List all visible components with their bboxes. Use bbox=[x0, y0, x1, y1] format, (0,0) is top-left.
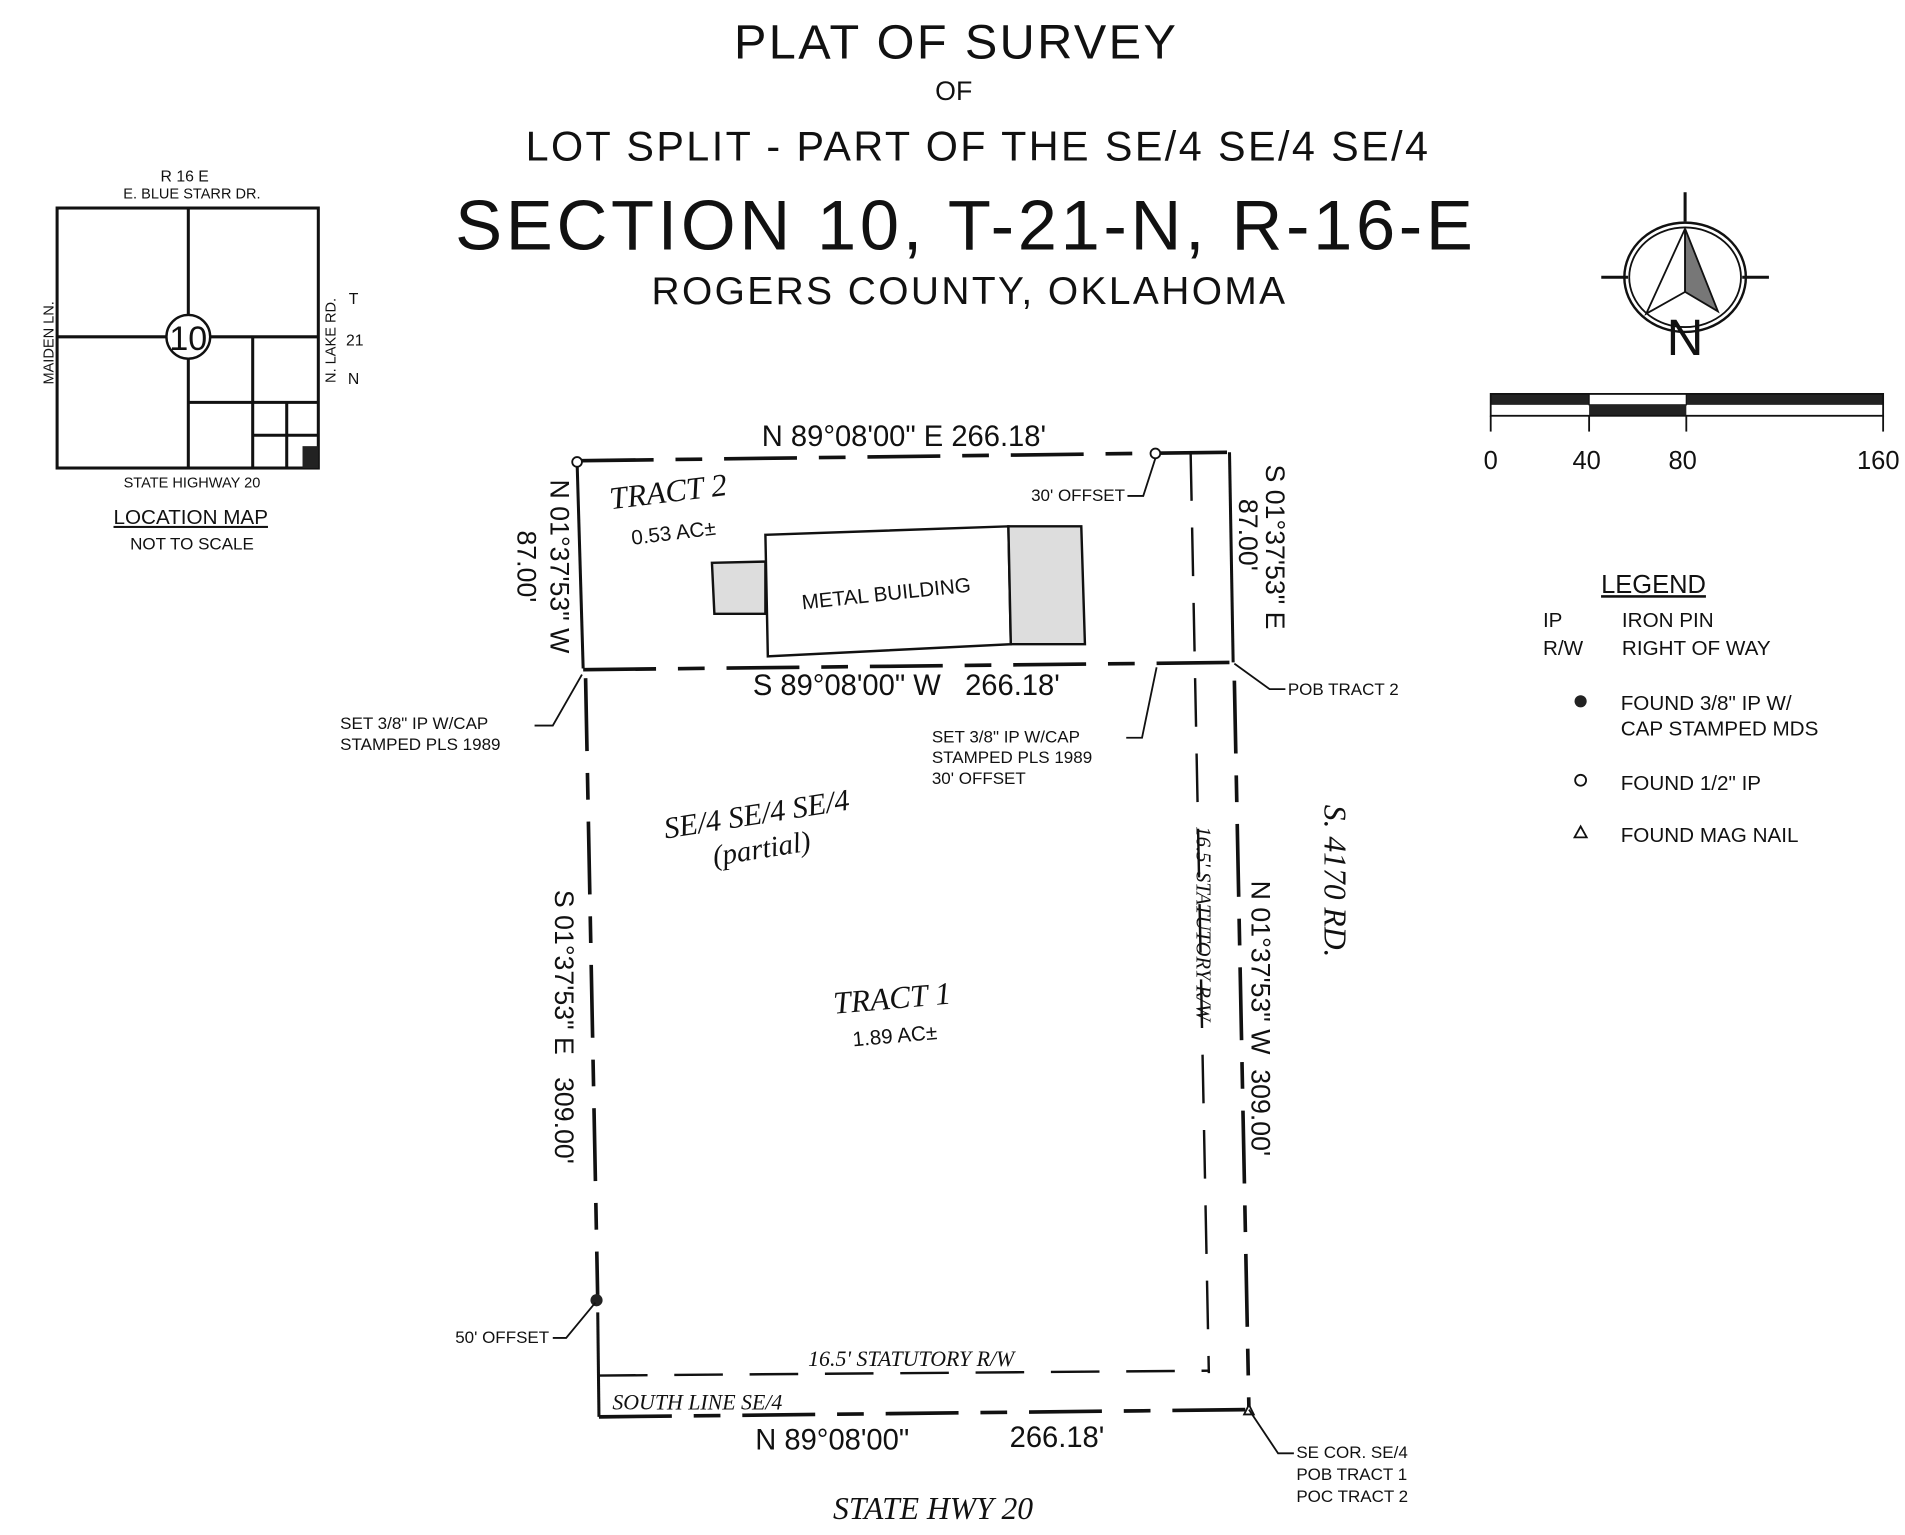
location-map-south-road: STATE HIGHWAY 20 bbox=[124, 475, 261, 491]
legend-title: LEGEND bbox=[1601, 571, 1706, 599]
set-pin-right-line1: SET 3/8" IP W/CAP bbox=[932, 728, 1080, 747]
legend-found-38-line1: FOUND 3/8" IP W/ bbox=[1621, 692, 1792, 715]
scale-tick-80: 80 bbox=[1668, 447, 1696, 475]
title-section: SECTION 10, T-21-N, R-16-E bbox=[455, 185, 1476, 264]
se-corner-line2: POB TRACT 1 bbox=[1296, 1465, 1407, 1484]
location-map-caption: LOCATION MAP bbox=[114, 506, 268, 529]
tract2-south-call: S 89°08'00" W 266.18' bbox=[753, 670, 1060, 702]
road-south-label: STATE HWY 20 bbox=[833, 1491, 1033, 1526]
se-corner-line3: POC TRACT 2 bbox=[1296, 1487, 1408, 1506]
tract2-east-bearing: S 01°37'53" E bbox=[1260, 465, 1290, 630]
offset-50: 50' OFFSET bbox=[455, 1328, 549, 1347]
north-arrow-label: N bbox=[1667, 309, 1704, 366]
plat-linework bbox=[534, 447, 1294, 1455]
tract2-west-dist: 87.00' bbox=[512, 530, 542, 602]
set-pin-right-line2: STAMPED PLS 1989 bbox=[932, 748, 1092, 767]
legend-meaning-rw: RIGHT OF WAY bbox=[1622, 637, 1771, 660]
legend-abbr-ip: IP bbox=[1543, 609, 1563, 632]
set-pin-left-line1: SET 3/8" IP W/CAP bbox=[340, 714, 488, 733]
se-corner-line1: SE COR. SE/4 bbox=[1296, 1443, 1407, 1462]
north-arrow-icon: N bbox=[1601, 192, 1769, 366]
legend: LEGEND IP IRON PIN R/W RIGHT OF WAY FOUN… bbox=[1543, 571, 1818, 847]
subject-parcel-marker bbox=[302, 446, 319, 469]
scale-tick-0: 0 bbox=[1484, 447, 1498, 475]
legend-found-38-line2: CAP STAMPED MDS bbox=[1621, 717, 1819, 740]
filled-circle-icon bbox=[1574, 695, 1587, 708]
set-pin-right-line3: 30' OFFSET bbox=[932, 769, 1026, 788]
location-map-west-road: MAIDEN LN. bbox=[41, 301, 57, 384]
tract2-north-call: N 89°08'00" E 266.18' bbox=[762, 421, 1046, 453]
location-map-township-n: N bbox=[348, 371, 359, 388]
open-circle-icon bbox=[571, 456, 583, 468]
location-map-township-21: 21 bbox=[346, 332, 364, 349]
pob-tract2: POB TRACT 2 bbox=[1288, 680, 1399, 699]
location-map-township-t: T bbox=[349, 291, 359, 308]
location-map-note: NOT TO SCALE bbox=[130, 534, 254, 553]
legend-abbr-rw: R/W bbox=[1543, 637, 1584, 660]
scale-tick-160: 160 bbox=[1857, 447, 1900, 475]
tract1-west-call: S 01°37'53" E 309.00' bbox=[549, 890, 579, 1164]
tract2-west-bearing: N 01°37'53" W bbox=[544, 480, 574, 655]
tract2-east-dist: 87.00' bbox=[1233, 499, 1263, 571]
location-map-range: R 16 E bbox=[161, 168, 209, 185]
offset-30-top: 30' OFFSET bbox=[1031, 486, 1125, 505]
scale-bar: 0 40 80 160 bbox=[1484, 392, 1900, 475]
open-circle-icon bbox=[1574, 773, 1587, 787]
tract1-east-call: N 01°37'53" W 309.00' bbox=[1245, 881, 1275, 1156]
filled-circle-icon bbox=[590, 1294, 603, 1307]
building-concrete-west bbox=[710, 560, 767, 616]
title-of: OF bbox=[935, 76, 972, 106]
legend-meaning-ip: IRON PIN bbox=[1622, 609, 1714, 632]
tract1-area: 1.89 AC± bbox=[852, 1021, 938, 1051]
title-plat-of-survey: PLAT OF SURVEY bbox=[734, 16, 1178, 70]
building-concrete-east bbox=[1007, 525, 1087, 646]
tract2-area: 0.53 AC± bbox=[630, 517, 717, 550]
triangle-icon bbox=[1572, 824, 1589, 839]
rw-south-label: 16.5' STATUTORY R/W bbox=[808, 1347, 1016, 1371]
location-map: R 16 E E. BLUE STARR DR. 10 MAIDEN LN. N… bbox=[41, 168, 363, 553]
open-circle-icon bbox=[1149, 447, 1162, 460]
south-line-label: SOUTH LINE SE/4 bbox=[612, 1391, 782, 1415]
legend-found-12: FOUND 1/2" IP bbox=[1621, 772, 1761, 795]
scale-tick-40: 40 bbox=[1573, 447, 1601, 475]
title-county: ROGERS COUNTY, OKLAHOMA bbox=[652, 270, 1288, 313]
south-distance: 266.18' bbox=[1010, 1422, 1105, 1454]
location-map-section: 10 bbox=[169, 320, 207, 358]
rw-east-label: 16.5' STATUTORY R/W bbox=[1192, 826, 1214, 1022]
location-map-north-road: E. BLUE STARR DR. bbox=[123, 186, 260, 202]
tract1-name: TRACT 1 bbox=[832, 976, 952, 1021]
set-pin-left-line2: STAMPED PLS 1989 bbox=[340, 735, 500, 754]
road-east-label: S. 4170 RD. bbox=[1317, 805, 1352, 958]
title-lot-split: LOT SPLIT - PART OF THE SE/4 SE/4 SE/4 bbox=[526, 124, 1431, 170]
legend-mag-nail: FOUND MAG NAIL bbox=[1621, 824, 1799, 847]
south-bearing: N 89°08'00" bbox=[755, 1425, 909, 1457]
location-map-east-road: N. LAKE RD. bbox=[323, 298, 339, 383]
tract2-name: TRACT 2 bbox=[608, 467, 729, 516]
